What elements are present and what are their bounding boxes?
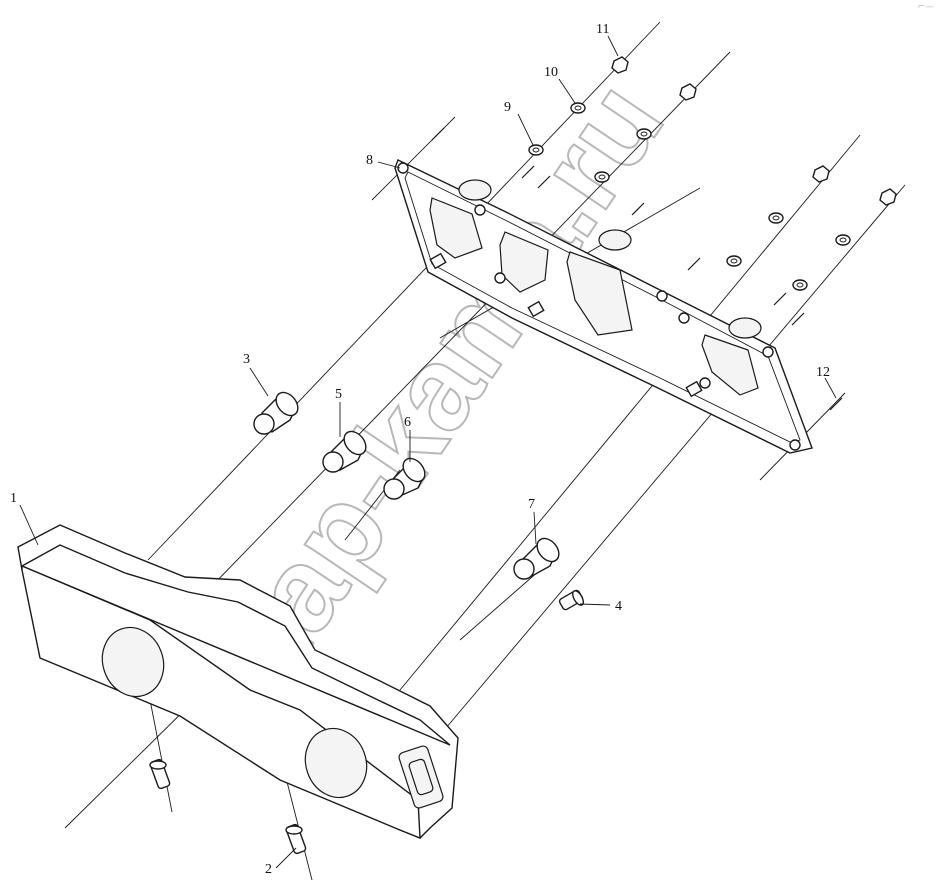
screws xyxy=(431,127,843,411)
callout-4: 4 xyxy=(615,599,622,614)
window-4 xyxy=(701,334,759,396)
callout-6: 6 xyxy=(404,415,411,430)
callout-11: 11 xyxy=(596,22,609,37)
corner-mark: ⌐— xyxy=(917,2,934,12)
callout-12: 12 xyxy=(816,365,830,380)
lamp-7 xyxy=(513,537,560,580)
lamp-3 xyxy=(253,391,299,435)
lamp-5 xyxy=(322,430,367,473)
connector-lower-left xyxy=(149,758,171,790)
nuts xyxy=(611,56,897,206)
connector-2 xyxy=(285,823,307,855)
window-2 xyxy=(499,231,549,293)
callout-5: 5 xyxy=(335,387,342,402)
window-3 xyxy=(566,251,633,336)
callout-1: 1 xyxy=(10,491,17,506)
gasket-frame xyxy=(394,159,813,454)
window-1 xyxy=(429,197,483,259)
callout-3: 3 xyxy=(243,352,250,367)
callout-8: 8 xyxy=(366,153,373,168)
washers xyxy=(528,102,851,291)
callout-7: 7 xyxy=(528,497,535,512)
leader-lines xyxy=(19,35,837,869)
callout-2: 2 xyxy=(265,862,272,877)
callout-10: 10 xyxy=(544,65,558,80)
callout-9: 9 xyxy=(504,100,511,115)
connector-4 xyxy=(558,589,584,611)
explosion-lines xyxy=(64,21,906,881)
lamp-6 xyxy=(383,457,426,500)
callouts: 1 2 3 4 5 6 7 8 9 10 11 12 xyxy=(10,22,830,877)
main-housing xyxy=(17,524,459,840)
